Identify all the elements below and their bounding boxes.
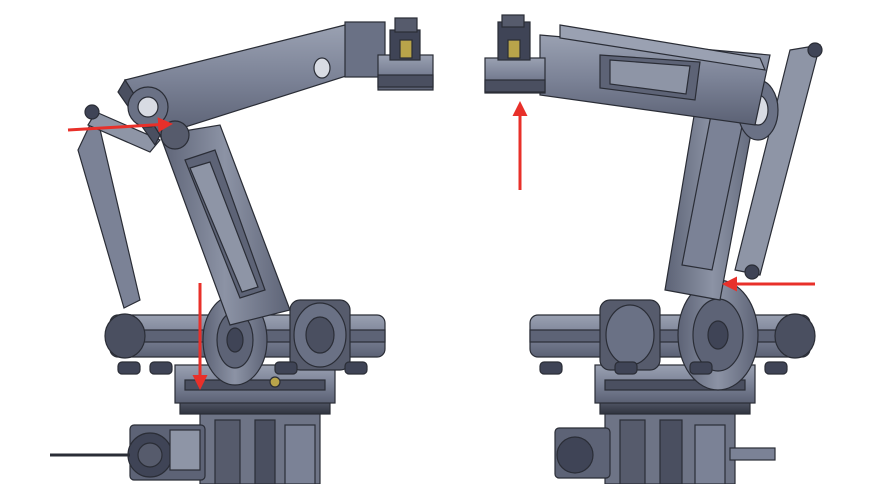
right-parallel-link xyxy=(734,42,823,280)
left-end-effector xyxy=(344,17,434,91)
right-feet xyxy=(539,361,788,375)
right-upper-arm xyxy=(539,24,771,126)
right-base-pivot xyxy=(677,279,759,391)
left-feet xyxy=(117,361,368,375)
arrow-left-upper-joint xyxy=(67,117,173,133)
right-end-effector xyxy=(484,14,546,94)
right-shoulder-beam xyxy=(529,299,816,371)
left-robot-view xyxy=(50,17,434,484)
left-parallel-link xyxy=(77,104,161,309)
left-pedestal xyxy=(50,399,331,484)
right-pedestal xyxy=(554,399,776,484)
left-upper-arm xyxy=(117,24,366,150)
annotation-arrows xyxy=(67,101,815,390)
left-lower-arm xyxy=(159,124,291,326)
right-lower-arm xyxy=(664,79,761,301)
right-robot-view xyxy=(484,14,823,484)
